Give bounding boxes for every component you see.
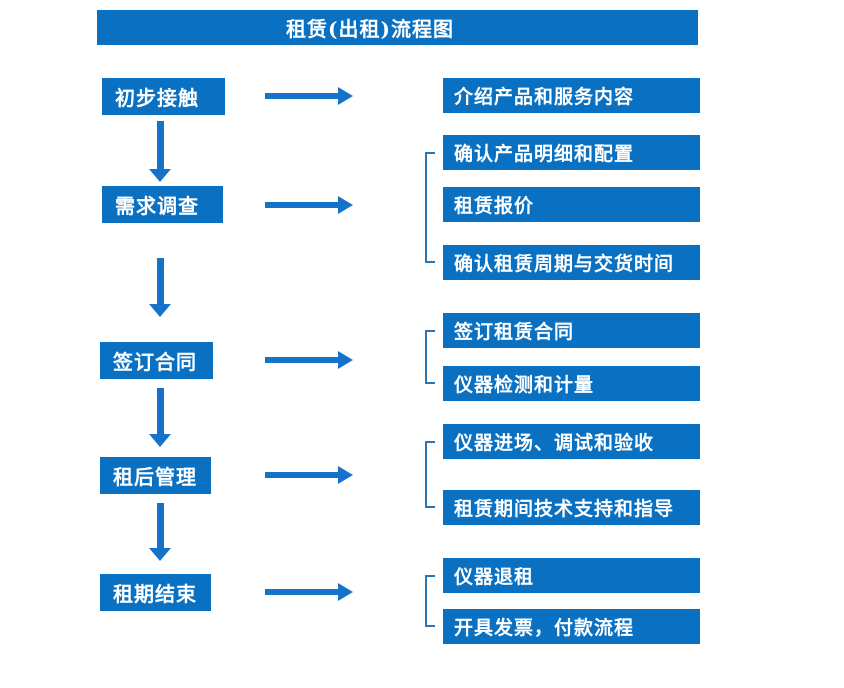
group-bracket bbox=[425, 441, 435, 508]
step-label: 租期结束 bbox=[113, 582, 197, 606]
detail-box-confirm-product-spec: 确认产品明细和配置 bbox=[443, 135, 700, 170]
down-arrow bbox=[149, 503, 171, 561]
arrow-head-icon bbox=[338, 351, 353, 369]
arrow-shaft bbox=[156, 503, 164, 548]
arrow-head-icon bbox=[338, 196, 353, 214]
detail-box-instrument-testing: 仪器检测和计量 bbox=[443, 366, 700, 401]
detail-box-rental-quote: 租赁报价 bbox=[443, 187, 700, 222]
right-arrow bbox=[265, 351, 353, 369]
arrow-head-icon bbox=[149, 304, 171, 317]
detail-box-invoice-payment: 开具发票，付款流程 bbox=[443, 609, 700, 644]
detail-label: 租赁期间技术支持和指导 bbox=[454, 498, 675, 520]
step-label: 签订合同 bbox=[113, 350, 197, 374]
detail-label: 介绍产品和服务内容 bbox=[454, 86, 635, 108]
detail-label: 签订租赁合同 bbox=[454, 321, 575, 343]
step-box-post-rental-mgmt: 租后管理 bbox=[100, 457, 211, 494]
detail-label: 确认租赁周期与交货时间 bbox=[454, 253, 675, 275]
step-box-demand-survey: 需求调查 bbox=[102, 186, 223, 223]
arrow-head-icon bbox=[149, 548, 171, 561]
detail-box-introduce-products: 介绍产品和服务内容 bbox=[443, 78, 700, 113]
right-arrow bbox=[265, 87, 353, 105]
detail-label: 确认产品明细和配置 bbox=[454, 143, 635, 165]
detail-label: 租赁报价 bbox=[454, 195, 535, 217]
arrow-shaft bbox=[265, 202, 338, 208]
step-box-initial-contact: 初步接触 bbox=[102, 78, 225, 115]
group-bracket bbox=[425, 152, 435, 263]
arrow-shaft bbox=[265, 93, 338, 99]
detail-box-sign-rental-contract: 签订租赁合同 bbox=[443, 313, 700, 348]
step-box-rental-end: 租期结束 bbox=[100, 574, 211, 611]
arrow-shaft bbox=[265, 357, 338, 363]
arrow-head-icon bbox=[149, 434, 171, 447]
step-box-sign-contract: 签订合同 bbox=[100, 342, 213, 379]
arrow-shaft bbox=[156, 388, 164, 434]
arrow-head-icon bbox=[338, 583, 353, 601]
step-label: 租后管理 bbox=[113, 465, 197, 489]
right-arrow bbox=[265, 583, 353, 601]
step-label: 需求调查 bbox=[115, 194, 199, 218]
arrow-shaft bbox=[156, 121, 164, 169]
detail-label: 仪器检测和计量 bbox=[454, 374, 595, 396]
detail-box-instrument-return: 仪器退租 bbox=[443, 558, 700, 593]
page-title: 租赁(出租)流程图 bbox=[286, 17, 454, 41]
arrow-shaft bbox=[265, 589, 338, 595]
detail-box-tech-support: 租赁期间技术支持和指导 bbox=[443, 490, 700, 525]
down-arrow bbox=[149, 121, 171, 182]
group-bracket bbox=[425, 575, 435, 627]
step-label: 初步接触 bbox=[115, 86, 199, 110]
arrow-shaft bbox=[156, 258, 164, 304]
detail-box-instrument-setup: 仪器进场、调试和验收 bbox=[443, 424, 700, 459]
detail-box-confirm-rental-cycle: 确认租赁周期与交货时间 bbox=[443, 245, 700, 280]
group-bracket bbox=[425, 330, 435, 384]
detail-label: 仪器进场、调试和验收 bbox=[454, 432, 655, 454]
down-arrow bbox=[149, 258, 171, 317]
detail-label: 开具发票，付款流程 bbox=[454, 617, 635, 639]
detail-label: 仪器退租 bbox=[454, 566, 535, 588]
title-bar: 租赁(出租)流程图 bbox=[97, 10, 698, 45]
arrow-head-icon bbox=[338, 466, 353, 484]
right-arrow bbox=[265, 196, 353, 214]
arrow-head-icon bbox=[149, 169, 171, 182]
arrow-shaft bbox=[265, 472, 338, 478]
right-arrow bbox=[265, 466, 353, 484]
arrow-head-icon bbox=[338, 87, 353, 105]
down-arrow bbox=[149, 388, 171, 447]
